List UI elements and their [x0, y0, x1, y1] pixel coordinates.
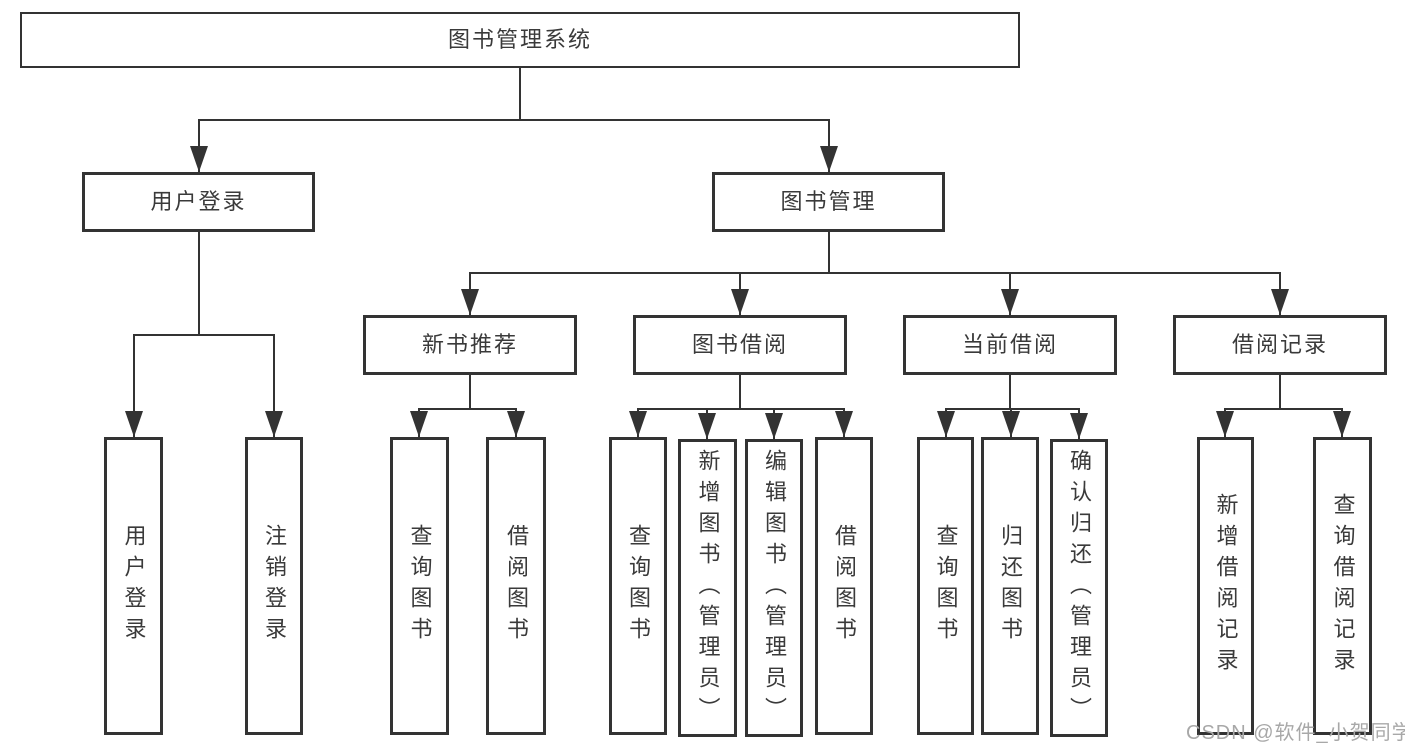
csdn-watermark: CSDN @软件_小贺同学	[1186, 722, 1405, 744]
node-user-login-label: 用户登录	[150, 189, 247, 214]
arrow-down-icon	[461, 289, 479, 315]
connector-to-leaf-logout	[265, 334, 283, 437]
arrow-down-icon	[937, 411, 955, 437]
leaf-add-borrow-record-label: 新增借阅记录	[1213, 493, 1239, 679]
connector-to-user-login	[190, 119, 208, 172]
connector-to-leaf-edit-book-admin	[765, 408, 783, 439]
connector-to-leaf-add-book-admin	[698, 408, 716, 439]
connector-to-leaf-borrow-books-1	[507, 408, 525, 437]
arrow-down-icon	[820, 146, 838, 172]
leaf-borrow-books-2-label: 借阅图书	[832, 524, 857, 648]
connector-user-login-bus	[133, 334, 275, 336]
connector-level3-bus	[469, 272, 1281, 274]
node-root: 图书管理系统	[20, 12, 1020, 68]
connector-current-borrow-stem	[1009, 375, 1011, 410]
connector-to-leaf-user-login	[125, 334, 143, 437]
leaf-edit-book-admin: 编辑图书（管理员）	[745, 439, 803, 737]
leaf-query-books-3: 查询图书	[917, 437, 974, 735]
connector-book-borrow-stem	[739, 375, 741, 410]
leaf-borrow-books-2: 借阅图书	[815, 437, 873, 735]
leaf-return-book-label: 归还图书	[998, 524, 1023, 648]
connector-to-leaf-query-borrow-record	[1333, 408, 1351, 437]
arrow-down-icon	[1002, 411, 1020, 437]
leaf-query-books-3-label: 查询图书	[933, 524, 959, 648]
leaf-query-books-1: 查询图书	[390, 437, 449, 735]
node-borrow-records: 借阅记录	[1173, 315, 1387, 375]
leaf-query-books-2-label: 查询图书	[626, 524, 651, 648]
connector-to-leaf-add-borrow-record	[1216, 408, 1234, 437]
arrow-down-icon	[731, 289, 749, 315]
arrow-down-icon	[698, 413, 716, 439]
leaf-user-login: 用户登录	[104, 437, 163, 735]
leaf-add-borrow-record: 新增借阅记录	[1197, 437, 1254, 735]
connector-to-borrow-records	[1271, 272, 1289, 315]
connector-new-book-recommend-bus	[418, 408, 517, 410]
connector-book-management-stem	[828, 232, 830, 274]
leaf-add-book-admin: 新增图书（管理员）	[678, 439, 737, 737]
connector-to-leaf-borrow-books-2	[835, 408, 853, 437]
leaf-return-book: 归还图书	[981, 437, 1039, 735]
node-user-login: 用户登录	[82, 172, 315, 232]
leaf-borrow-books-1-label: 借阅图书	[504, 524, 529, 648]
connector-borrow-records-stem	[1279, 375, 1281, 410]
arrow-down-icon	[125, 411, 143, 437]
node-current-borrow-label: 当前借阅	[961, 332, 1058, 357]
connector-to-leaf-query-books-1	[410, 408, 428, 437]
arrow-down-icon	[1070, 413, 1088, 439]
connector-current-borrow-bus	[945, 408, 1080, 410]
connector-to-book-management	[820, 119, 838, 172]
connector-borrow-records-bus	[1224, 408, 1343, 410]
connector-level2-bus	[198, 119, 830, 121]
node-current-borrow: 当前借阅	[903, 315, 1117, 375]
leaf-query-books-1-label: 查询图书	[407, 524, 433, 648]
node-new-book-recommend-label: 新书推荐	[421, 332, 518, 357]
leaf-confirm-return-admin-label: 确认归还（管理员）	[1067, 448, 1092, 728]
connector-to-current-borrow	[1001, 272, 1019, 315]
connector-to-leaf-confirm-return	[1070, 408, 1088, 439]
connector-to-leaf-query-books-3	[937, 408, 955, 437]
arrow-down-icon	[629, 411, 647, 437]
leaf-logout-label: 注销登录	[262, 524, 287, 648]
arrow-down-icon	[1333, 411, 1351, 437]
node-book-borrow-label: 图书借阅	[691, 332, 788, 357]
arrow-down-icon	[765, 413, 783, 439]
arrow-down-icon	[1216, 411, 1234, 437]
leaf-user-login-label: 用户登录	[121, 524, 147, 648]
node-book-borrow: 图书借阅	[633, 315, 847, 375]
leaf-borrow-books-1: 借阅图书	[486, 437, 546, 735]
arrow-down-icon	[507, 411, 525, 437]
leaf-add-book-admin-label: 新增图书（管理员）	[695, 448, 721, 728]
leaf-confirm-return-admin: 确认归还（管理员）	[1050, 439, 1108, 737]
connector-to-new-book-recommend	[461, 272, 479, 315]
arrow-down-icon	[410, 411, 428, 437]
leaf-query-borrow-record-label: 查询借阅记录	[1330, 493, 1356, 679]
connector-root-stem	[519, 67, 521, 121]
arrow-down-icon	[265, 411, 283, 437]
node-root-label: 图书管理系统	[447, 27, 592, 52]
node-book-management: 图书管理	[712, 172, 945, 232]
connector-to-book-borrow	[731, 272, 749, 315]
node-new-book-recommend: 新书推荐	[363, 315, 577, 375]
connector-new-book-recommend-stem	[469, 375, 471, 410]
arrow-down-icon	[1001, 289, 1019, 315]
arrow-down-icon	[1271, 289, 1289, 315]
leaf-query-borrow-record: 查询借阅记录	[1313, 437, 1372, 735]
arrow-down-icon	[190, 146, 208, 172]
leaf-logout: 注销登录	[245, 437, 303, 735]
connector-user-login-stem	[198, 232, 200, 336]
connector-to-leaf-query-books-2	[629, 408, 647, 437]
leaf-query-books-2: 查询图书	[609, 437, 667, 735]
arrow-down-icon	[835, 411, 853, 437]
connector-to-leaf-return-book	[1002, 408, 1020, 437]
connector-book-borrow-bus	[637, 408, 845, 410]
node-borrow-records-label: 借阅记录	[1231, 332, 1328, 357]
node-book-management-label: 图书管理	[780, 189, 877, 214]
leaf-edit-book-admin-label: 编辑图书（管理员）	[762, 448, 787, 728]
